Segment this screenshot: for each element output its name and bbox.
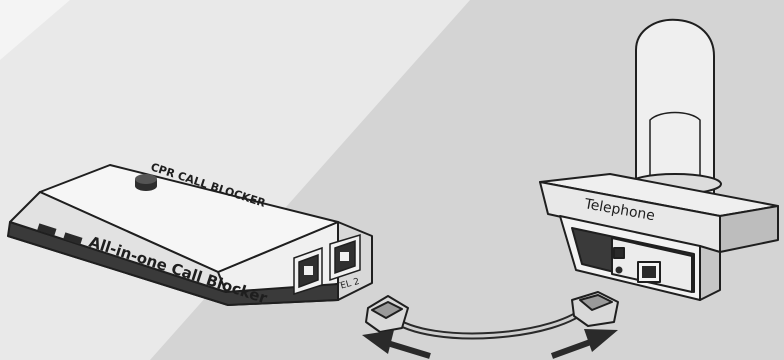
block-button	[135, 174, 157, 191]
telephone-handset	[636, 20, 714, 197]
telephone-power-jack	[614, 248, 624, 258]
